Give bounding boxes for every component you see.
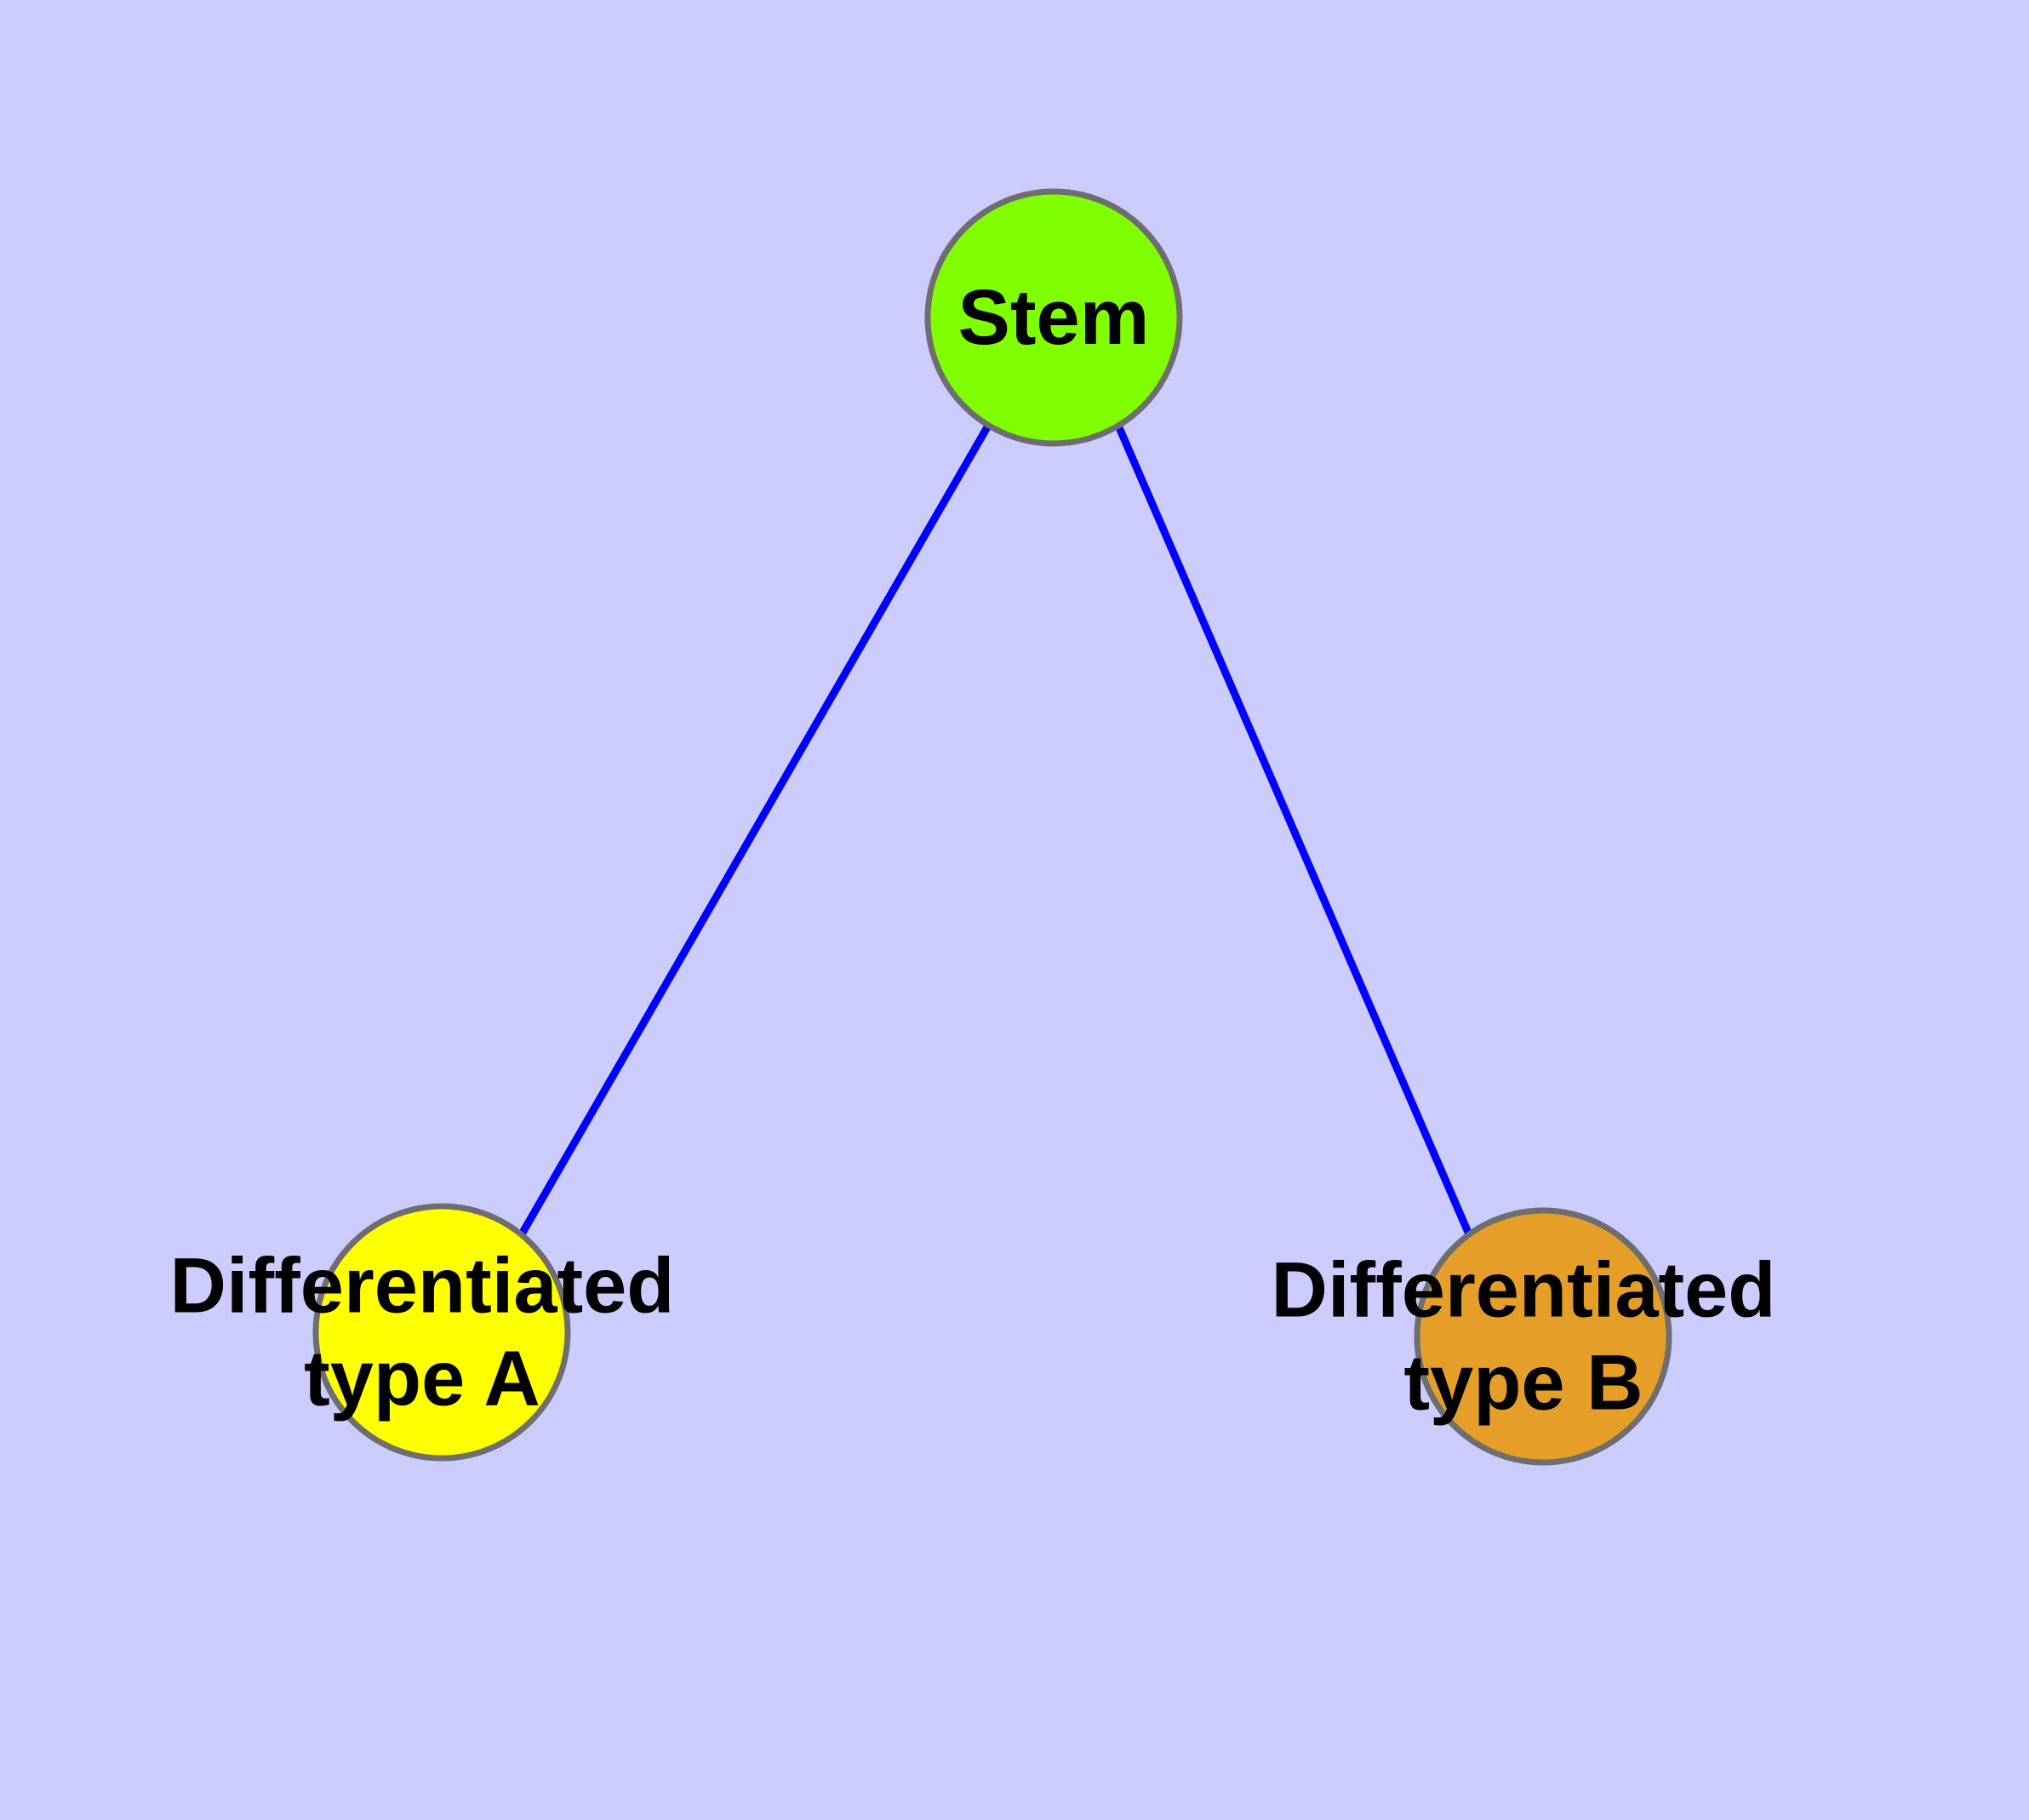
node-label-line: type B	[1403, 1339, 1643, 1426]
node-stem[interactable]	[924, 188, 1183, 447]
edges-group	[519, 423, 1473, 1236]
node-label-line: type A	[304, 1335, 540, 1422]
node-diff-b[interactable]	[1414, 1207, 1672, 1466]
edge-stem-to-diff-a[interactable]	[519, 423, 992, 1235]
node-diff-a[interactable]	[312, 1203, 571, 1462]
node-label-line: Differentiated	[1272, 1247, 1776, 1334]
node-label-line: Differentiated	[170, 1243, 675, 1330]
node-label-line: Stem	[958, 274, 1150, 361]
edge-stem-to-diff-b[interactable]	[1114, 424, 1473, 1236]
nodes-group	[312, 188, 1672, 1466]
node-label-stem: Stem	[958, 274, 1150, 361]
